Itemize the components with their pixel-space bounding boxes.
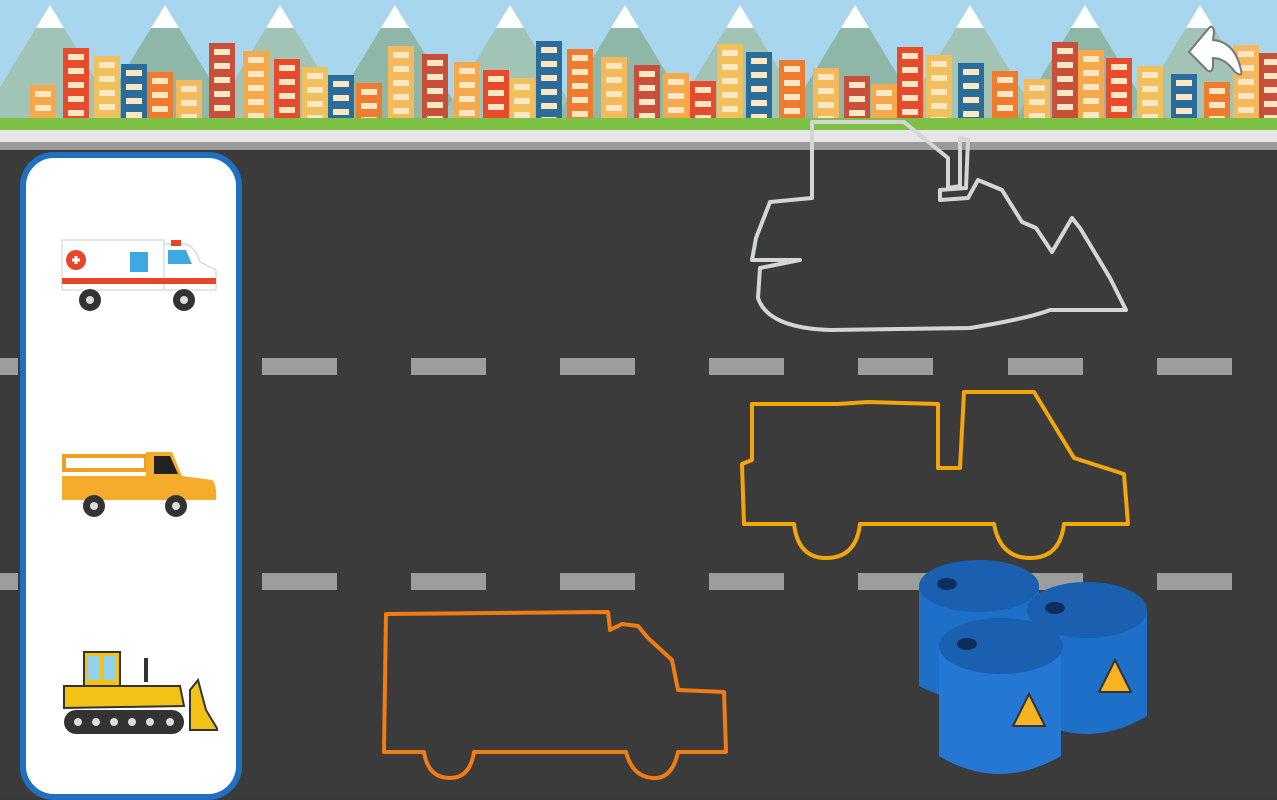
pickup-truck-outline[interactable] [738, 388, 1133, 568]
bulldozer-icon[interactable] [60, 650, 218, 738]
lane-dash [858, 358, 933, 375]
ambulance-icon[interactable] [60, 238, 218, 314]
lane-dash [709, 358, 784, 375]
lane-dash [0, 358, 18, 375]
lane-dash [262, 358, 337, 375]
lane-dash [411, 573, 486, 590]
lane-dash [858, 573, 933, 590]
back-arrow-icon[interactable] [1183, 22, 1245, 80]
lane-dash [0, 573, 18, 590]
city-banner [0, 0, 1277, 130]
lane-dash [411, 358, 486, 375]
lane-dash [1157, 573, 1232, 590]
bulldozer-outline[interactable] [740, 118, 1135, 338]
lane-dash [709, 573, 784, 590]
lane-dash [1157, 358, 1232, 375]
pickup-truck-icon[interactable] [60, 450, 218, 520]
sidewalk [0, 130, 1277, 142]
lane-dash [1008, 358, 1083, 375]
curb [0, 142, 1277, 150]
lane-dash [560, 358, 635, 375]
radioactive-barrels-icon [919, 560, 1147, 774]
lane-dash [560, 573, 635, 590]
ambulance-outline[interactable] [380, 608, 735, 783]
lane-dash [262, 573, 337, 590]
barrel [939, 618, 1063, 774]
